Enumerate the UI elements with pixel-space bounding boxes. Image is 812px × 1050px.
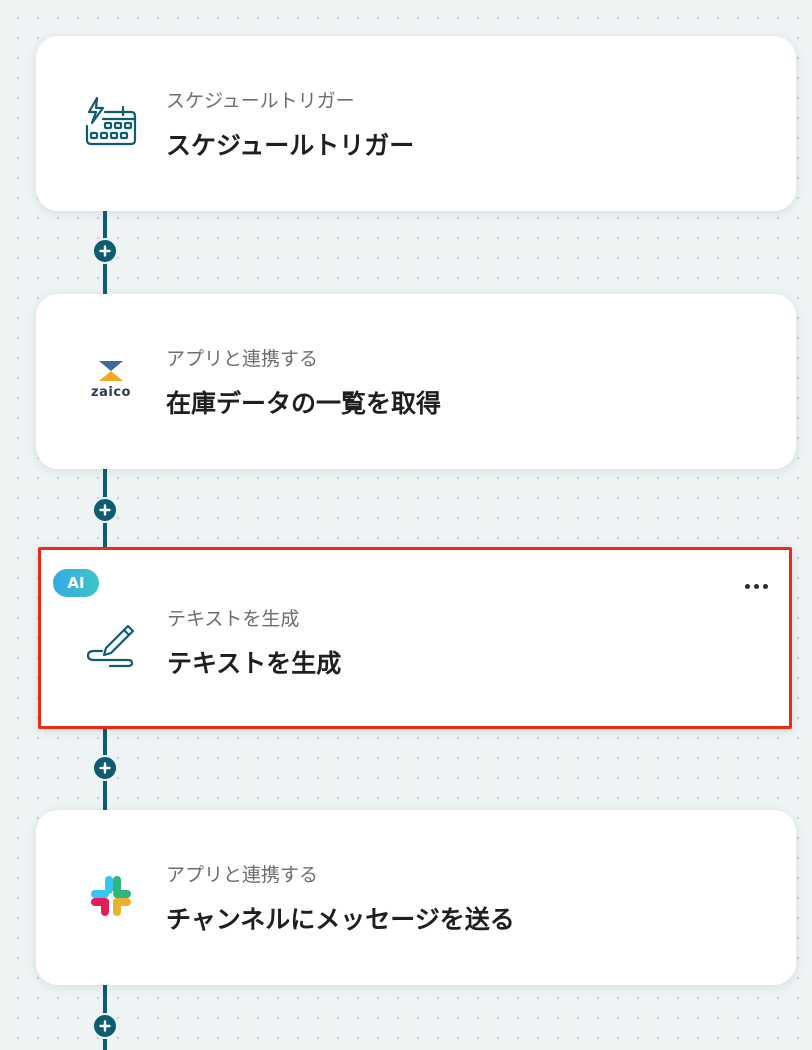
schedule-trigger-icon	[80, 91, 142, 153]
add-step-button[interactable]	[92, 1013, 118, 1039]
zaico-logo-text: zaico	[91, 385, 131, 400]
ai-badge: AI	[53, 569, 99, 597]
more-menu-button[interactable]	[741, 576, 771, 596]
flow-step-card-selected[interactable]: AI テキストを生成 テキストを生成	[38, 547, 792, 729]
slack-logo	[80, 865, 142, 927]
flow-step-card[interactable]: アプリと連携する チャンネルにメッセージを送る	[36, 810, 796, 985]
step-title: チャンネルにメッセージを送る	[166, 905, 515, 934]
add-step-button[interactable]	[92, 497, 118, 523]
step-category-label: アプリと連携する	[166, 348, 319, 370]
plus-icon	[99, 1020, 111, 1032]
flow-step-card[interactable]: スケジュールトリガー スケジュールトリガー	[36, 36, 796, 211]
step-category-label: アプリと連携する	[166, 864, 319, 886]
step-title: スケジュールトリガー	[166, 131, 415, 160]
step-title: 在庫データの一覧を取得	[166, 389, 442, 418]
zaico-logo: zaico	[80, 349, 142, 411]
pen-icon	[81, 610, 143, 672]
step-category-label: テキストを生成	[167, 608, 300, 630]
plus-icon	[99, 245, 111, 257]
add-step-button[interactable]	[92, 755, 118, 781]
flow-step-card[interactable]: zaico アプリと連携する 在庫データの一覧を取得	[36, 294, 796, 469]
plus-icon	[99, 504, 111, 516]
step-category-label: スケジュールトリガー	[166, 90, 355, 112]
plus-icon	[99, 762, 111, 774]
step-title: テキストを生成	[167, 649, 342, 678]
more-horizontal-icon	[744, 583, 750, 589]
add-step-button[interactable]	[92, 238, 118, 264]
